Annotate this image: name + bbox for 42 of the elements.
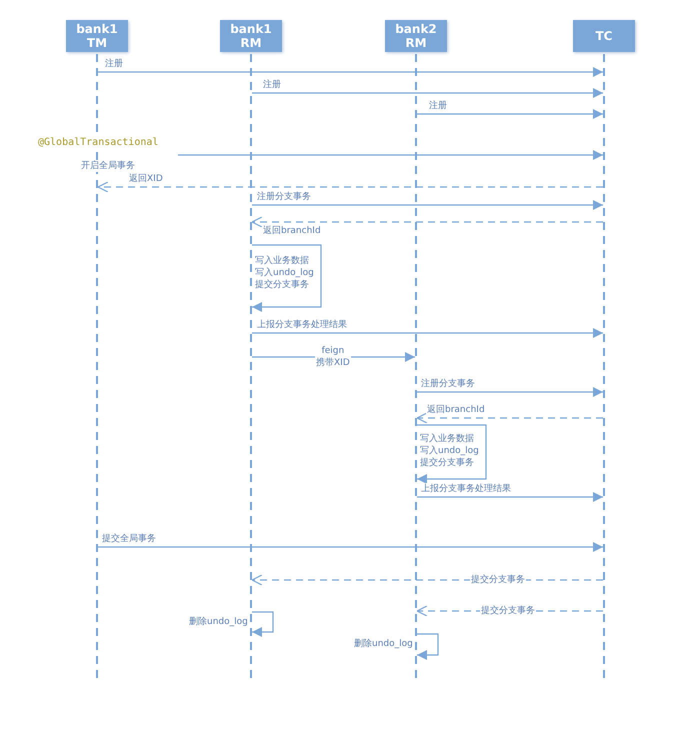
participant-box: bank1 RM <box>220 20 282 52</box>
self-message-arrow <box>417 424 487 484</box>
message-label: 删除undo_log <box>353 638 414 650</box>
return-arrow <box>97 181 603 193</box>
message-label: 开启全局事务 <box>80 160 136 172</box>
message-label: 注册 <box>104 58 124 70</box>
message-arrow <box>98 542 603 552</box>
message-arrow <box>417 492 603 502</box>
message-label: 注册分支事务 <box>256 191 312 203</box>
message-arrow <box>417 387 603 397</box>
message-label: 注册 <box>428 100 448 112</box>
participant-box: TC <box>573 20 635 52</box>
lifeline <box>415 54 417 680</box>
message-label: 返回XID <box>128 173 164 185</box>
message-arrow <box>178 150 603 160</box>
return-arrow <box>251 216 603 228</box>
message-label: 注册 <box>262 79 282 91</box>
participant-box: bank2 RM <box>385 20 447 52</box>
message-arrow <box>252 200 603 210</box>
annotation-label: @GlobalTransactional <box>38 137 158 148</box>
message-label: 返回branchId <box>426 404 486 416</box>
return-arrow <box>416 412 603 424</box>
participant-box: bank1 TM <box>66 20 128 52</box>
self-message-arrow <box>252 611 274 637</box>
lifeline <box>96 54 98 680</box>
message-arrow <box>252 88 603 98</box>
message-label: 删除undo_log <box>188 616 249 628</box>
message-arrow <box>417 109 603 119</box>
message-label: 提交分支事务 <box>480 605 536 617</box>
lifeline <box>603 54 605 680</box>
message-arrow <box>98 67 603 77</box>
message-label: 上报分支事务处理结果 <box>256 319 348 331</box>
message-label: 提交分支事务 <box>470 574 526 586</box>
self-message-arrow <box>252 244 322 312</box>
message-label: 返回branchId <box>262 225 322 237</box>
message-arrow <box>252 328 603 338</box>
message-label: feign 携带XID <box>315 345 351 369</box>
self-message-arrow <box>417 633 439 660</box>
message-label: 上报分支事务处理结果 <box>420 483 512 495</box>
message-label: 注册分支事务 <box>420 378 476 390</box>
lifeline <box>250 54 252 680</box>
message-label: 提交全局事务 <box>101 533 157 545</box>
